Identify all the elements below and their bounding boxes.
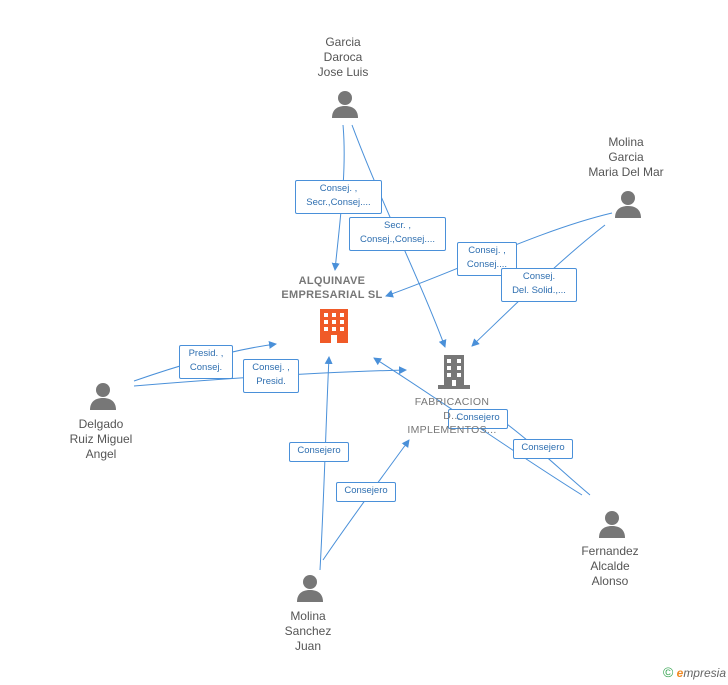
edge-label-text: Presid. , [188, 348, 224, 359]
person-name-line: Molina [608, 135, 644, 149]
edge-label-text: Consej. [522, 271, 556, 282]
edge-label-text: Presid. [256, 376, 286, 387]
edge-label-text: Consej. , [319, 183, 358, 194]
person-delgado[interactable]: Delgado Ruiz Miguel Angel [41, 417, 161, 462]
edge-label-text: Consej.,Consej.... [360, 234, 435, 245]
building-icon[interactable] [318, 309, 350, 343]
edge-sanchez-alquinave [319, 356, 333, 571]
copyright-watermark: © empresia [663, 664, 726, 680]
person-name-line: Fernandez [581, 544, 639, 558]
edge-label-fernandez-alquinave: Consejero [448, 409, 508, 429]
person-name-line: Jose Luis [317, 65, 369, 79]
person-name-line: Juan [294, 639, 322, 653]
edge-label-text: Consej. , [252, 362, 290, 373]
person-name-line: Ruiz Miguel [69, 432, 133, 446]
edge-label-sanchez-fabricacion: Consejero [336, 482, 396, 502]
brand-logo: empresia [677, 666, 726, 680]
edge-label-text: Del. Solid.,... [512, 285, 566, 296]
company-label-alquinave[interactable]: ALQUINAVE EMPRESARIAL SL [262, 274, 402, 302]
copyright-icon: © [662, 664, 674, 680]
person-garcia-daroca[interactable]: Garcia Daroca Jose Luis [283, 35, 403, 80]
edge-label-delgado-alquinave: Presid. , Consej. [179, 345, 233, 379]
edge-label-garcia-alquinave: Consej. , Secr.,Consej.... [295, 180, 382, 214]
edge-label-text: Consejero [521, 442, 565, 453]
edge-label-delgado-fabricacion: Consej. , Presid. [243, 359, 299, 393]
company-label-fabricacion[interactable]: FABRICACION D... IMPLEMENTOS... [392, 395, 512, 437]
edge-label-text: Consej. , [468, 245, 506, 256]
person-molina-sanchez[interactable]: Molina Sanchez Juan [248, 609, 368, 654]
person-name-line: Delgado [78, 417, 124, 431]
building-icon[interactable] [438, 355, 470, 389]
edge-label-text: Consej.... [466, 259, 508, 270]
person-name-line: Garcia [325, 35, 361, 49]
person-name-line: Molina [290, 609, 326, 623]
brand-name: mpresia [683, 666, 726, 680]
company-name-line: EMPRESARIAL SL [281, 289, 383, 301]
person-icon[interactable] [598, 510, 626, 538]
edge-label-text: Secr. , [384, 220, 411, 231]
edge-label-garcia-fabricacion: Secr. , Consej.,Consej.... [349, 217, 446, 251]
person-name-line: Maria Del Mar [588, 165, 664, 179]
company-name-line: FABRICACION [414, 396, 490, 408]
person-name-line: Angel [85, 447, 117, 461]
edge-label-molina-garcia-fabricacion: Consej. Del. Solid.,... [501, 268, 577, 302]
edge-label-text: Consej. [189, 362, 223, 373]
person-icon[interactable] [331, 90, 359, 118]
person-name-line: Alonso [591, 574, 629, 588]
edge-label-text: Consejero [344, 485, 388, 496]
edge-label-sanchez-alquinave: Consejero [289, 442, 349, 462]
brand-initial: e [676, 666, 684, 680]
edge-label-text: Secr.,Consej.... [306, 197, 371, 208]
person-icon[interactable] [296, 574, 324, 602]
company-name-line: D... [443, 410, 461, 422]
edge-label-text: Consejero [297, 445, 341, 456]
person-name-line: Alcalde [590, 559, 630, 573]
person-fernandez[interactable]: Fernandez Alcalde Alonso [550, 544, 670, 589]
person-name-line: Garcia [608, 150, 644, 164]
company-name-line: IMPLEMENTOS... [407, 424, 497, 436]
edge-label-text: Consejero [456, 412, 500, 423]
person-icon[interactable] [89, 382, 117, 410]
company-name-line: ALQUINAVE [298, 275, 366, 287]
person-molina-garcia[interactable]: Molina Garcia Maria Del Mar [566, 135, 686, 180]
person-icon[interactable] [614, 190, 642, 218]
person-name-line: Daroca [323, 50, 363, 64]
edge-label-fernandez-fabricacion: Consejero [513, 439, 573, 459]
person-name-line: Sanchez [284, 624, 332, 638]
